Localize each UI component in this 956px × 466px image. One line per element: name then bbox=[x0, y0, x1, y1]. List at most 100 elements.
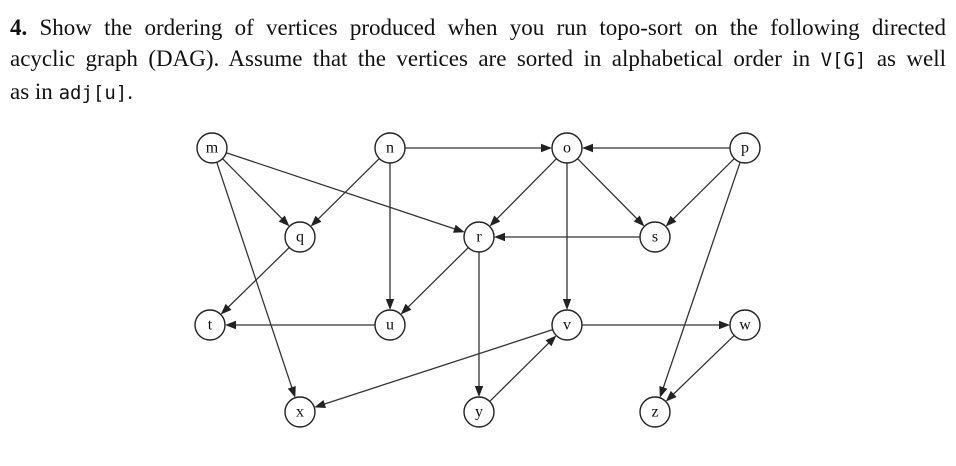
edge-line bbox=[407, 247, 469, 308]
vertex-circle bbox=[194, 309, 226, 341]
vertex-label: v bbox=[563, 317, 571, 334]
vertex-circle bbox=[551, 309, 583, 341]
edge-o-s bbox=[577, 158, 645, 227]
edge-line bbox=[222, 158, 283, 220]
edge-o-v bbox=[562, 163, 572, 310]
arrowhead bbox=[545, 335, 557, 347]
vertex-circle bbox=[284, 396, 316, 428]
edges-layer bbox=[216, 143, 741, 408]
edge-n-u bbox=[385, 163, 395, 310]
arrowhead bbox=[385, 299, 395, 310]
vertex-label: u bbox=[386, 317, 394, 334]
problem-line-1-text: Show the ordering of vertices produced w… bbox=[39, 15, 947, 40]
vertex-label: q bbox=[296, 229, 304, 246]
arrowhead bbox=[314, 399, 327, 408]
vertex-u: u bbox=[374, 309, 406, 341]
edge-p-z bbox=[659, 161, 741, 398]
edge-w-z bbox=[665, 334, 735, 402]
vertex-circle bbox=[374, 309, 406, 341]
vertex-q: q bbox=[284, 221, 316, 253]
problem-line-3-text-a: as in bbox=[10, 79, 53, 104]
vertex-label: p bbox=[741, 140, 749, 157]
edge-u-t bbox=[225, 320, 375, 330]
arrowhead bbox=[719, 320, 730, 330]
arrowhead bbox=[489, 215, 501, 227]
edge-line bbox=[662, 161, 741, 389]
arrowhead bbox=[287, 386, 296, 398]
edge-s-r bbox=[494, 232, 640, 242]
arrowhead bbox=[562, 299, 572, 310]
edge-line bbox=[672, 334, 735, 396]
vertex-set-code: V[G] bbox=[820, 49, 867, 71]
problem-line-1: 4. Show the ordering of vertices produce… bbox=[10, 12, 946, 43]
edge-line bbox=[672, 158, 735, 220]
vertex-label: m bbox=[206, 140, 219, 157]
arrowhead bbox=[665, 215, 677, 227]
edge-line bbox=[496, 158, 557, 220]
edge-n-q bbox=[310, 158, 380, 227]
vertex-label: t bbox=[208, 317, 213, 334]
problem-line-3-text-b: . bbox=[127, 79, 133, 104]
edge-line bbox=[216, 162, 293, 389]
edge-n-o bbox=[405, 143, 552, 153]
vertex-circle bbox=[639, 221, 671, 253]
problem-statement: 4. Show the ordering of vertices produce… bbox=[10, 12, 946, 109]
vertex-label: r bbox=[476, 229, 482, 246]
problem-line-2-text-a: acyclic graph (DAG). Assume that the ver… bbox=[10, 46, 811, 71]
edge-line bbox=[227, 247, 290, 308]
problem-line-2-text-b: as well bbox=[876, 46, 946, 71]
vertex-circle bbox=[729, 309, 761, 341]
vertex-z: z bbox=[639, 396, 671, 428]
problem-line-3: as in adj[u]. bbox=[10, 76, 946, 109]
edge-line bbox=[577, 158, 638, 220]
vertex-label: z bbox=[651, 404, 658, 421]
adjacency-list-code: adj[u] bbox=[58, 82, 128, 104]
arrowhead bbox=[310, 215, 322, 227]
vertex-circle bbox=[284, 221, 316, 253]
vertex-circle bbox=[729, 132, 761, 164]
edge-m-q bbox=[222, 158, 290, 227]
vertex-label: n bbox=[386, 140, 394, 157]
arrowhead bbox=[474, 386, 484, 397]
vertex-circle bbox=[374, 132, 406, 164]
arrowhead bbox=[659, 386, 668, 398]
edge-p-o bbox=[582, 143, 730, 153]
vertex-label: w bbox=[739, 317, 751, 334]
vertex-circle bbox=[196, 132, 228, 164]
edge-r-u bbox=[400, 247, 469, 315]
problem-number: 4. bbox=[10, 15, 28, 40]
edge-y-v bbox=[489, 335, 557, 402]
vertex-m: m bbox=[196, 132, 228, 164]
vertex-circle bbox=[639, 396, 671, 428]
vertex-v: v bbox=[551, 309, 583, 341]
edge-m-r bbox=[226, 152, 465, 233]
arrowhead bbox=[278, 215, 290, 227]
vertex-label: y bbox=[475, 404, 483, 421]
vertex-label: s bbox=[652, 229, 658, 246]
vertex-o: o bbox=[551, 132, 583, 164]
arrowhead bbox=[582, 143, 593, 153]
edge-line bbox=[323, 329, 553, 405]
vertex-t: t bbox=[194, 309, 226, 341]
vertex-s: s bbox=[639, 221, 671, 253]
vertex-y: y bbox=[463, 396, 495, 428]
edge-line bbox=[317, 158, 380, 220]
problem-line-2: acyclic graph (DAG). Assume that the ver… bbox=[10, 43, 946, 76]
edge-p-s bbox=[665, 158, 735, 227]
arrowhead bbox=[225, 320, 236, 330]
vertex-circle bbox=[551, 132, 583, 164]
edge-v-w bbox=[582, 320, 730, 330]
vertex-n: n bbox=[374, 132, 406, 164]
arrowhead bbox=[494, 232, 505, 242]
arrowhead bbox=[633, 215, 645, 227]
arrowhead bbox=[665, 390, 677, 402]
vertex-circle bbox=[463, 396, 495, 428]
edge-r-y bbox=[474, 252, 484, 397]
arrowhead bbox=[400, 303, 412, 315]
edge-o-r bbox=[489, 158, 557, 227]
arrowhead bbox=[541, 143, 552, 153]
edge-m-x bbox=[216, 162, 296, 398]
edge-v-x bbox=[314, 329, 553, 408]
